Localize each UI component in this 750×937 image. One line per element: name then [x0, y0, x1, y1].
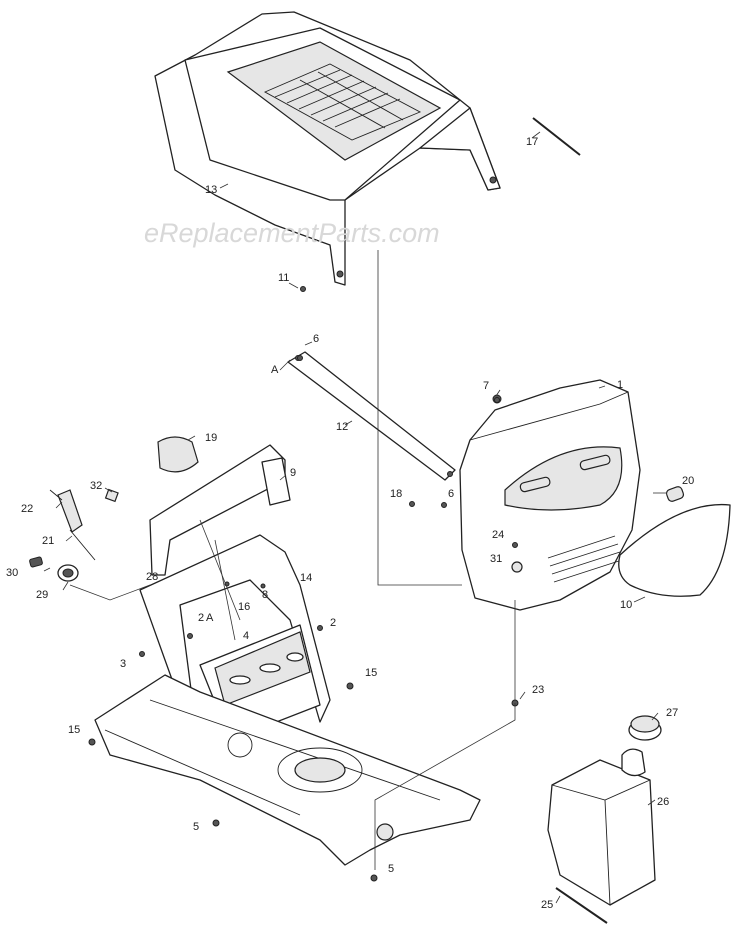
- callout-5a: 5: [193, 821, 199, 833]
- callout-6b: 6: [448, 488, 454, 500]
- callout-2b: 2: [198, 612, 204, 624]
- callout-15b: 15: [68, 724, 80, 736]
- callout-32: 32: [90, 480, 102, 492]
- lens-part: [618, 503, 731, 597]
- callout-5b: 5: [388, 863, 394, 875]
- callout-11: 11: [278, 272, 289, 284]
- callout-15a: 15: [365, 667, 377, 679]
- callout-23: 23: [532, 684, 544, 696]
- callout-24: 24: [492, 529, 504, 541]
- callout-labels: 1 2 2 3 4 5 5 6 6 7 8 9 10 11 12 13 14 1…: [6, 136, 694, 911]
- support-rod-part: [287, 351, 456, 481]
- callout-30: 30: [6, 567, 18, 579]
- callout-20: 20: [682, 475, 694, 487]
- callout-4: 4: [243, 630, 249, 642]
- callout-19: 19: [205, 432, 217, 444]
- callout-27: 27: [666, 707, 678, 719]
- callout-13: 13: [205, 184, 217, 196]
- hood-part: [154, 11, 501, 286]
- dash-support-part: [149, 444, 291, 576]
- watermark: eReplacementParts.com: [144, 218, 440, 248]
- callout-21: 21: [42, 535, 54, 547]
- callout-26: 26: [657, 796, 669, 808]
- mount-part: [157, 436, 199, 473]
- callout-a1: A: [271, 364, 279, 376]
- leader-lines: [43, 131, 666, 904]
- hardware-parts: [88, 286, 519, 882]
- callout-28: 28: [146, 571, 158, 583]
- callout-16: 16: [238, 601, 250, 613]
- callout-10: 10: [620, 599, 632, 611]
- fuel-tank-part: [547, 748, 656, 906]
- knob-part: [665, 486, 685, 502]
- callout-1: 1: [617, 379, 623, 391]
- callout-12: 12: [336, 421, 348, 433]
- dash-panel-part: [459, 379, 641, 611]
- tie-strap-2-part: [555, 887, 608, 924]
- callout-17: 17: [526, 136, 538, 148]
- callout-29: 29: [36, 589, 48, 601]
- fuel-cap-part: [628, 715, 662, 741]
- callout-31: 31: [490, 553, 502, 565]
- callout-7: 7: [483, 380, 489, 392]
- callout-18: 18: [390, 488, 402, 500]
- tie-strap-part: [532, 117, 581, 156]
- callout-a2: A: [206, 612, 214, 624]
- callout-22: 22: [21, 503, 33, 515]
- callout-6a: 6: [313, 333, 319, 345]
- callout-2a: 2: [330, 617, 336, 629]
- callout-9: 9: [290, 467, 296, 479]
- chassis-frame-part: [94, 674, 481, 866]
- callout-25: 25: [541, 899, 553, 911]
- callout-8: 8: [262, 589, 268, 601]
- callout-3: 3: [120, 658, 126, 670]
- callout-14: 14: [300, 572, 312, 584]
- key-switch-part: [29, 488, 119, 582]
